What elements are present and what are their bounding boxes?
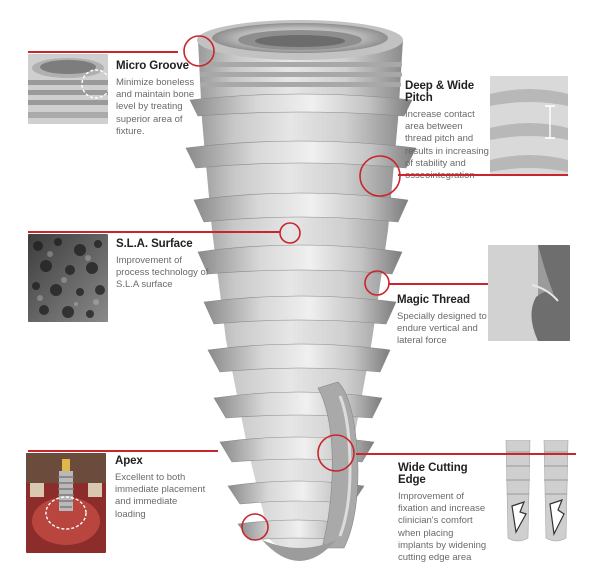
- apex-marker: [241, 513, 269, 541]
- apex-description: Excellent to both immediate placement an…: [115, 472, 206, 520]
- micro-groove-marker: [183, 35, 215, 67]
- apex-feature: Apex Excellent to both immediate placeme…: [115, 455, 225, 521]
- micro-groove-description: Minimize boneless and maintain bone leve…: [116, 77, 195, 137]
- magic-thread-description: Specially designed to endure vertical an…: [397, 311, 487, 347]
- micro-groove-thumbnail: [28, 54, 108, 124]
- wide-cutting-edge-thumbnail: [500, 440, 576, 544]
- sla-surface-feature: S.L.A. Surface Improvement of process te…: [116, 238, 236, 292]
- deep-wide-pitch-description: Increase contact area between thread pit…: [405, 109, 489, 182]
- deep-wide-pitch-title: Deep & Wide Pitch: [405, 80, 475, 104]
- wide-cutting-edge-feature: Wide Cutting Edge Improvement of fixatio…: [398, 462, 498, 564]
- apex-title: Apex: [115, 455, 143, 467]
- sla-surface-marker: [279, 222, 301, 244]
- magic-thread-rule: [388, 283, 488, 285]
- magic-thread-feature: Magic Thread Specially designed to endur…: [397, 294, 487, 348]
- sla-surface-rule: [28, 231, 280, 233]
- deep-wide-pitch-thumbnail: [490, 76, 568, 174]
- deep-wide-pitch-marker: [359, 155, 401, 197]
- micro-groove-rule: [28, 51, 178, 53]
- deep-wide-pitch-feature: Deep & Wide Pitch Increase contact area …: [405, 80, 490, 182]
- wide-cutting-edge-description: Improvement of fixation and increase cli…: [398, 491, 487, 564]
- apex-rule: [28, 450, 218, 452]
- apex-thumbnail: [26, 453, 106, 553]
- sla-surface-title: S.L.A. Surface: [116, 238, 193, 250]
- micro-groove-title: Micro Groove: [116, 60, 189, 72]
- micro-groove-feature: Micro Groove Minimize boneless and maint…: [116, 60, 226, 138]
- wide-cutting-edge-rule: [356, 453, 576, 455]
- magic-thread-title: Magic Thread: [397, 294, 470, 306]
- deep-wide-pitch-rule: [398, 174, 568, 176]
- wide-cutting-edge-marker: [317, 434, 355, 472]
- sla-surface-description: Improvement of process technology of S.L…: [116, 255, 209, 291]
- wide-cutting-edge-title: Wide Cutting Edge: [398, 462, 468, 486]
- sla-surface-thumbnail: [28, 234, 108, 322]
- magic-thread-thumbnail: [488, 245, 570, 341]
